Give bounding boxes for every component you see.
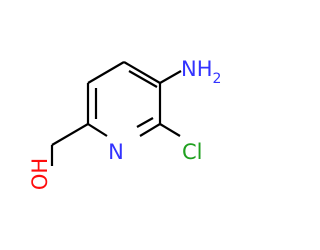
amino-label: NH2: [181, 57, 221, 87]
hydroxyl-label: OH: [28, 158, 52, 190]
amino-main-text: NH: [181, 57, 213, 81]
bond-n-c6: [87, 123, 108, 137]
bond-c4-chlorine: [159, 123, 181, 137]
bond-c4-c5-inner: [136, 117, 154, 128]
bond-c3-c3-inner: [128, 70, 158, 88]
molecule-canvas: NH2 N Cl OH: [28, 57, 222, 191]
bond-c1-c2: [87, 61, 125, 84]
ring-nitrogen-label: N: [108, 140, 124, 164]
bond-c3-amino: [159, 70, 182, 84]
structure-diagram: NH2 N Cl OH: [28, 57, 221, 190]
chlorine-label: Cl: [182, 140, 203, 164]
amino-subscript: 2: [213, 71, 222, 87]
bond-c4-c5: [139, 123, 161, 137]
bond-c6-ch2: [51, 123, 89, 146]
bond-c2-c3: [123, 61, 161, 84]
